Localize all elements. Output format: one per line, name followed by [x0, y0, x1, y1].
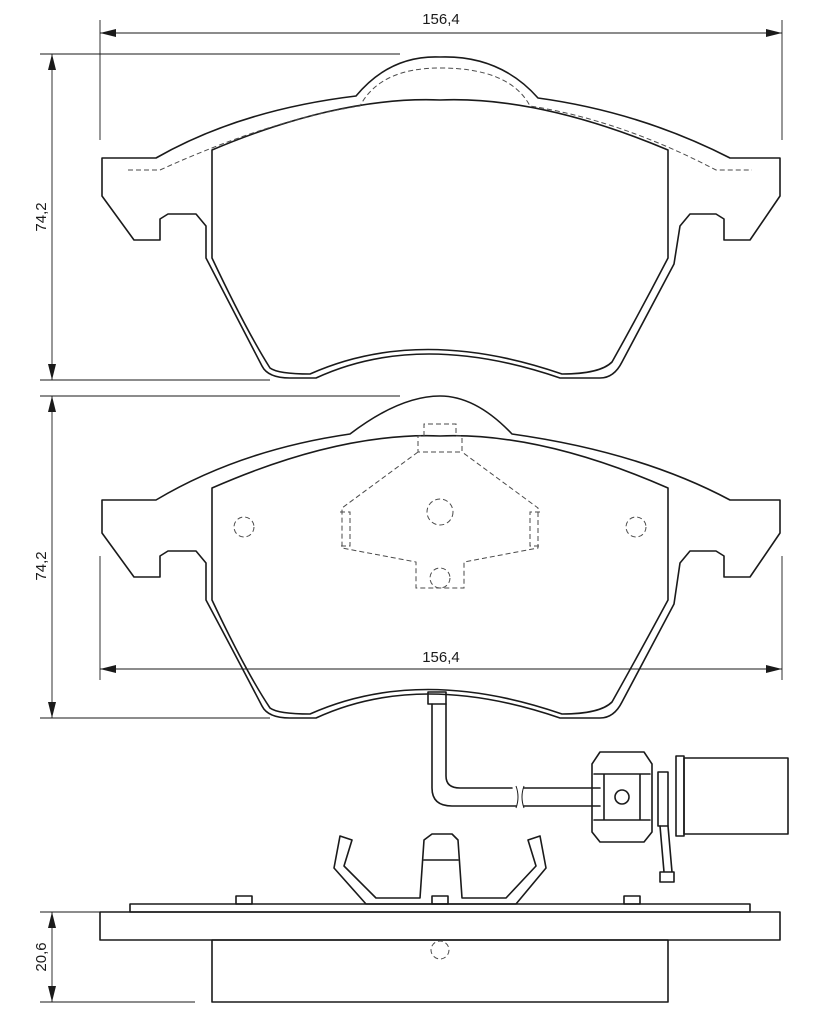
connector-clip	[659, 825, 675, 883]
sensor-connector-body	[591, 751, 653, 843]
sensor-tab	[427, 691, 447, 705]
dimension-label-bottom-height: 74,2	[33, 551, 50, 580]
spring-base	[129, 903, 751, 913]
top-pad-friction-outline	[211, 98, 669, 375]
connector-flange	[657, 755, 685, 837]
bottom-pad-center-hole	[426, 498, 454, 526]
retaining-spring	[333, 833, 547, 905]
dimension-bottom-height: 74,2	[33, 395, 400, 719]
dimension-bottom-width: 156,4	[99, 556, 783, 680]
side-hidden-hole	[430, 940, 450, 960]
side-view	[99, 833, 781, 1003]
bottom-pad-friction-outline	[211, 434, 669, 715]
dimension-label-bottom-width: 156,4	[422, 649, 460, 666]
bottom-pad-hidden-spring-outline	[340, 423, 540, 589]
side-backplate	[99, 911, 781, 941]
dimension-label-top-height: 74,2	[33, 202, 50, 231]
wire-break-mark	[515, 785, 525, 809]
bottom-brake-pad	[101, 395, 781, 719]
dimension-top-width: 156,4	[99, 11, 783, 140]
dimension-thickness: 20,6	[33, 911, 195, 1003]
top-pad-backplate-outline	[101, 56, 781, 379]
sensor-wire	[431, 703, 601, 807]
side-friction-block	[211, 939, 669, 1003]
wear-sensor	[427, 691, 789, 883]
bottom-pad-left-hole	[233, 516, 255, 538]
clip-tab-left	[235, 895, 253, 905]
bottom-pad-backplate-outline	[101, 395, 781, 719]
connector-pin-icon	[614, 789, 630, 805]
bottom-pad-lower-hole	[429, 567, 451, 589]
dimension-label-top-width: 156,4	[422, 11, 460, 28]
clip-tab-center	[431, 895, 449, 905]
dimension-top-height: 74,2	[33, 53, 400, 381]
connector-plug	[683, 757, 789, 835]
clip-tab-right	[623, 895, 641, 905]
top-pad-hidden-edge	[128, 67, 752, 171]
bottom-pad-right-hole	[625, 516, 647, 538]
dimension-label-thickness: 20,6	[33, 942, 50, 971]
top-brake-pad	[101, 56, 781, 379]
